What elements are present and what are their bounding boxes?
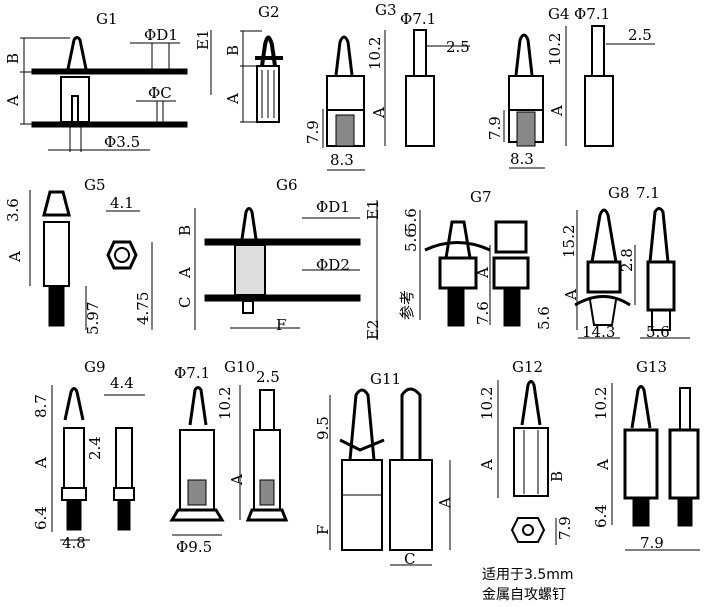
g6-dim-d1: ΦD1 xyxy=(316,198,350,216)
g5-dim-4-75: 4.75 xyxy=(134,291,152,325)
g5-title: G5 xyxy=(84,176,106,194)
g8-dim-5-6: 5.6 xyxy=(535,306,553,330)
g5-dim-a: A xyxy=(6,251,24,262)
g4-dim-phi: Φ7.1 xyxy=(574,5,611,23)
g10-drawing xyxy=(169,385,289,536)
g7-dim-7-6: 7.6 xyxy=(474,301,492,325)
g12-drawing xyxy=(497,380,557,545)
g11-dim-9-5: 9.5 xyxy=(314,416,332,440)
g13-title: G13 xyxy=(636,358,668,376)
g9-dim-8-7: 8.7 xyxy=(32,394,50,418)
g8-dim-a: A xyxy=(562,289,580,300)
g1-dim-3-5: Φ3.5 xyxy=(104,133,141,151)
g4-dim-8-3: 8.3 xyxy=(510,150,534,168)
g12-dim-a: A xyxy=(478,459,496,470)
g3-drawing xyxy=(322,29,470,171)
g10-dim-2-5: 2.5 xyxy=(256,368,280,386)
g8-drawing xyxy=(574,207,690,339)
g3-dim-width: 2.5 xyxy=(446,38,470,56)
g7-reference-label: 参考 xyxy=(398,289,416,320)
g6-dim-a: A xyxy=(176,267,194,278)
g2-dim-a: A xyxy=(224,93,242,104)
g1-dim-e1: E1 xyxy=(194,29,212,51)
g6-title: G6 xyxy=(276,176,298,194)
g7-dim-a: A xyxy=(474,267,492,278)
g10-dim-phi: Φ7.1 xyxy=(174,364,211,382)
g6-dim-e1: E1 xyxy=(364,199,382,221)
g1-drawing xyxy=(20,30,212,152)
g8-dim-2-8: 2.8 xyxy=(618,248,636,272)
g9-drawing xyxy=(51,385,145,541)
g4-title: G4 xyxy=(548,5,570,23)
g11-drawing xyxy=(329,387,451,566)
g2-drawing xyxy=(240,30,283,123)
g8-dim-14-3: 14.3 xyxy=(582,323,616,341)
g9-dim-a: A xyxy=(32,457,50,468)
g13-dim-a: A xyxy=(594,459,612,470)
g10-dim-9-5: Φ9.5 xyxy=(176,538,213,556)
g11-dim-c: C xyxy=(404,550,416,568)
g10-dim-a: A xyxy=(228,474,246,485)
g7-drawing xyxy=(419,210,530,327)
g5-drawing xyxy=(29,190,153,330)
g4-dim-width: 2.5 xyxy=(628,26,652,44)
g4-drawing xyxy=(503,25,655,169)
g10-title: G10 xyxy=(224,358,256,376)
g6-dim-e2: E2 xyxy=(364,319,382,341)
g4-dim-height: 10.2 xyxy=(546,32,564,66)
g12-dim-b: B xyxy=(548,470,566,482)
g5-dim-3-6: 3.6 xyxy=(4,198,22,222)
g12-note-line1: 适用于3.5mm xyxy=(482,567,574,583)
g1-dim-b: B xyxy=(4,52,22,64)
g3-dim-8-3: 8.3 xyxy=(330,151,354,169)
g9-dim-4-8: 4.8 xyxy=(62,534,86,552)
g5-dim-4-1: 4.1 xyxy=(110,194,134,212)
g6-drawing xyxy=(194,200,378,340)
g10-dim-10-2: 10.2 xyxy=(216,386,234,420)
g11-dim-f: F xyxy=(314,524,332,535)
g3-dim-a: A xyxy=(370,107,388,118)
g1-dim-d1: ΦD1 xyxy=(144,26,178,44)
g3-dim-phi: Φ7.1 xyxy=(400,10,437,28)
g2-dim-b: B xyxy=(224,44,242,56)
g13-dim-6-4: 6.4 xyxy=(592,504,610,528)
g3-title: G3 xyxy=(375,1,397,19)
g5-dim-5-97: 5.97 xyxy=(84,301,102,335)
g12-dim-7-9: 7.9 xyxy=(556,516,574,540)
g9-dim-6-4: 6.4 xyxy=(32,506,50,530)
g3-dim-7-9: 7.9 xyxy=(304,120,322,144)
g12-note-line2: 金属自攻螺钉 xyxy=(482,587,566,603)
g4-dim-7-9: 7.9 xyxy=(486,116,504,140)
g3-dim-height: 10.2 xyxy=(366,36,384,70)
g8-title: G8 xyxy=(608,184,630,202)
g13-dim-10-2: 10.2 xyxy=(592,386,610,420)
g4-dim-a: A xyxy=(548,105,566,116)
g9-dim-4-4: 4.4 xyxy=(110,374,134,392)
g6-dim-d2: ΦD2 xyxy=(316,256,350,274)
g12-dim-10-2: 10.2 xyxy=(478,386,496,420)
g1-dim-a: A xyxy=(4,95,22,106)
g6-dim-f: F xyxy=(276,316,287,334)
g9-dim-2-4: 2.4 xyxy=(86,436,104,460)
g9-title: G9 xyxy=(84,358,106,376)
g13-drawing xyxy=(611,383,700,551)
g8-dim-15-2: 15.2 xyxy=(560,224,578,258)
g1-dim-c: ΦC xyxy=(148,84,172,102)
g11-title: G11 xyxy=(370,370,402,388)
g7-title: G7 xyxy=(470,188,492,206)
g1-title: G1 xyxy=(96,10,118,28)
g6-dim-c: C xyxy=(176,296,194,308)
g2-title: G2 xyxy=(258,3,280,21)
g12-title: G12 xyxy=(512,358,544,376)
g7-dim-5-6-mid: 5.6 xyxy=(402,228,420,252)
g13-dim-7-9: 7.9 xyxy=(640,534,664,552)
g8-dim-5-6-base: 5.6 xyxy=(646,323,670,341)
g11-dim-a: A xyxy=(436,497,454,508)
g8-dim-7-1: 7.1 xyxy=(636,184,660,202)
g6-dim-b: B xyxy=(176,224,194,236)
